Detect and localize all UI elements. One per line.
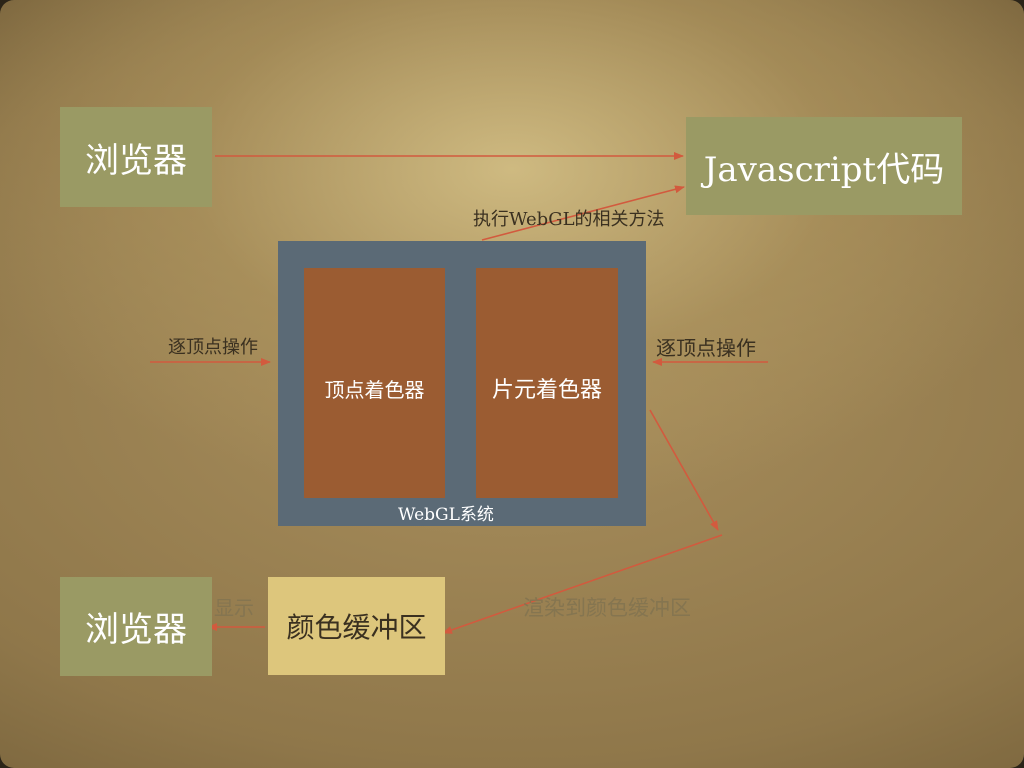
call-webgl-label: 执行WebGL的相关方法	[473, 209, 665, 230]
display-label: 显示	[214, 596, 254, 620]
fragment-shader-node: 片元着色器	[476, 268, 618, 498]
per-vertex-right-label: 逐顶点操作	[656, 336, 756, 360]
browser-top-node: 浏览器	[60, 107, 212, 207]
js-code-label: Javascript代码	[703, 149, 945, 190]
per-vertex-left-label: 逐顶点操作	[168, 337, 258, 358]
browser-top-label: 浏览器	[85, 140, 187, 181]
color-buffer-label: 颜色缓冲区	[286, 611, 427, 644]
color-buffer-node: 颜色缓冲区	[268, 577, 445, 675]
webgl-system-label: WebGL系统	[398, 505, 494, 525]
browser-bottom-node: 浏览器	[60, 577, 212, 676]
browser-bottom-label: 浏览器	[85, 610, 187, 650]
fragment-shader-label: 片元着色器	[491, 378, 602, 403]
vertex-shader-node: 顶点着色器	[304, 268, 445, 498]
js-code-node: Javascript代码	[686, 117, 962, 215]
vertex-shader-label: 顶点着色器	[324, 378, 425, 402]
render-to-buffer-label: 渲染到颜色缓冲区	[523, 596, 691, 620]
arrow-webgl-down	[649, 409, 719, 531]
